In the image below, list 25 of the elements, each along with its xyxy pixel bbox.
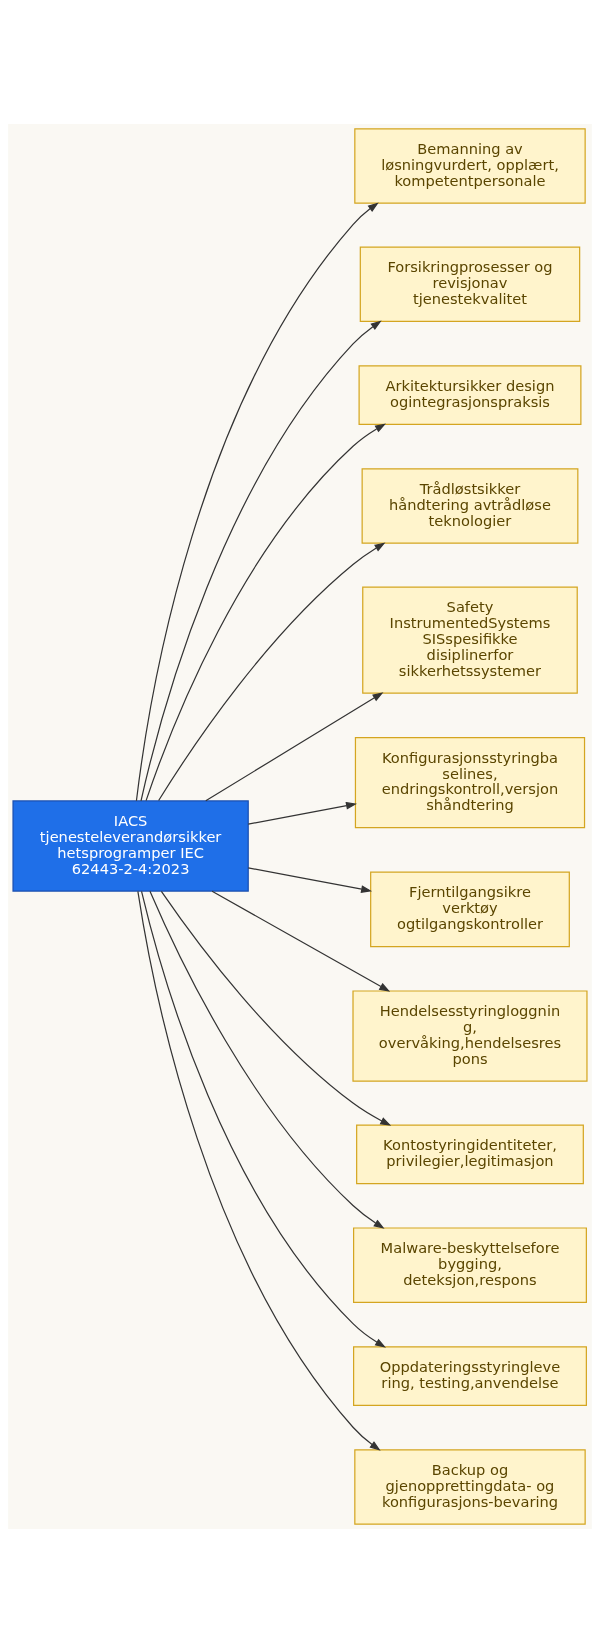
node-box: Malware-beskyttelsefore bygging, deteksjon,respons xyxy=(353,1226,587,1303)
node-box: Backup og gjenopprettingdata- og konfigurasjons-bevaring xyxy=(354,1448,586,1525)
arrow xyxy=(247,866,373,893)
node-box: Forsikringprosesser og revisjonav tjenestekvalitet xyxy=(359,245,581,322)
node-box: Bemanning av løsningvurdert, opplært, kompetentpersonale xyxy=(354,127,586,204)
node-box: Trådløstsikker håndtering avtrådløse teknologier xyxy=(361,467,579,544)
arrow xyxy=(137,890,381,1451)
arrow xyxy=(205,691,384,801)
arrow xyxy=(158,541,386,801)
arrow xyxy=(211,890,391,992)
node-box: Fjerntilgangsikre verktøy ogtilgangskontroller xyxy=(370,871,570,947)
node-box: Arkitektursikker design ogintegrasjonspraksis xyxy=(358,364,582,425)
node-box: Safety InstrumentedSystems SISspesifikke disiplinerfor sikkerhetssystemer xyxy=(362,585,578,694)
arrow xyxy=(160,890,392,1126)
arrow xyxy=(145,423,387,801)
arrow xyxy=(247,801,357,825)
arrow xyxy=(140,890,387,1348)
arrow xyxy=(140,320,382,801)
node-box: Kontostyringidentiteter, privilegier,legitimasjon xyxy=(356,1123,584,1184)
node-box: IACS tjenesteleverandørsikker hetsprogramper IEC 62443-2-4:2023 xyxy=(12,799,249,892)
node-box: Oppdateringsstyringleve ring, testing,anvendelse xyxy=(353,1345,587,1406)
arrow xyxy=(135,201,379,801)
arrow xyxy=(149,890,385,1229)
node-box: Hendelsesstyringloggnin g, overvåking,hendelsesres pons xyxy=(352,989,588,1082)
node-box: Konfigurasjonsstyringba selines, endringskontroll,versjon shåndtering xyxy=(354,736,586,828)
